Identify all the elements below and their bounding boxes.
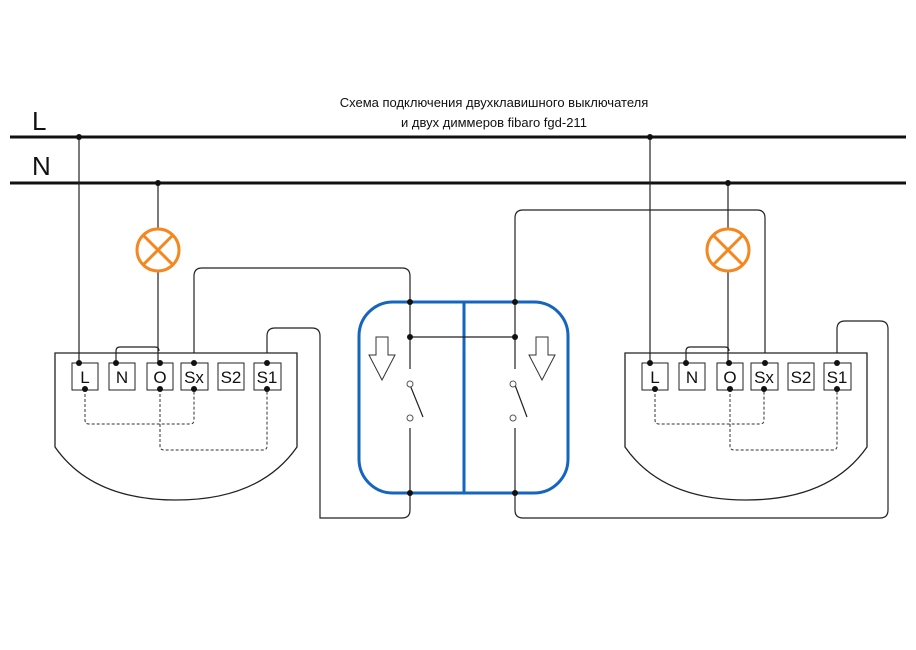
dimmer-right: L N O Sx S2 S1 (624, 134, 868, 501)
title-line-2: и двух диммеров fibaro fgd-211 (401, 115, 587, 130)
switch-key-left (368, 299, 424, 496)
wire-left-sx-to-switch (193, 267, 411, 363)
title-line-1: Схема подключения двухклавишного выключа… (340, 95, 649, 110)
terminal-label: Sx (184, 368, 204, 387)
terminal-label: N (116, 368, 128, 387)
terminal-label: Sx (754, 368, 774, 387)
two-key-switch-icon (357, 299, 570, 496)
terminal-label: S2 (221, 368, 242, 387)
terminal-label: S1 (827, 368, 848, 387)
dimmer-left: L N O Sx S2 S1 (54, 134, 298, 501)
phase-label: L (32, 106, 46, 136)
terminal-label: L (650, 368, 659, 387)
terminal-label: S2 (791, 368, 812, 387)
terminal-label: S1 (257, 368, 278, 387)
lamp-icon (705, 227, 751, 273)
lamp-icon (135, 227, 181, 273)
wire-right-s1-to-switch (514, 320, 889, 519)
arrow-down-icon (368, 336, 396, 382)
terminal-label: O (153, 368, 166, 387)
terminal-label: O (723, 368, 736, 387)
terminal-label: L (80, 368, 89, 387)
wire-left-s1-to-switch (266, 327, 411, 519)
wire-right-sx-to-switch (514, 209, 766, 363)
switch-key-right (509, 299, 556, 496)
arrow-down-icon (528, 336, 556, 382)
terminal-label: N (686, 368, 698, 387)
neutral-label: N (32, 151, 51, 181)
